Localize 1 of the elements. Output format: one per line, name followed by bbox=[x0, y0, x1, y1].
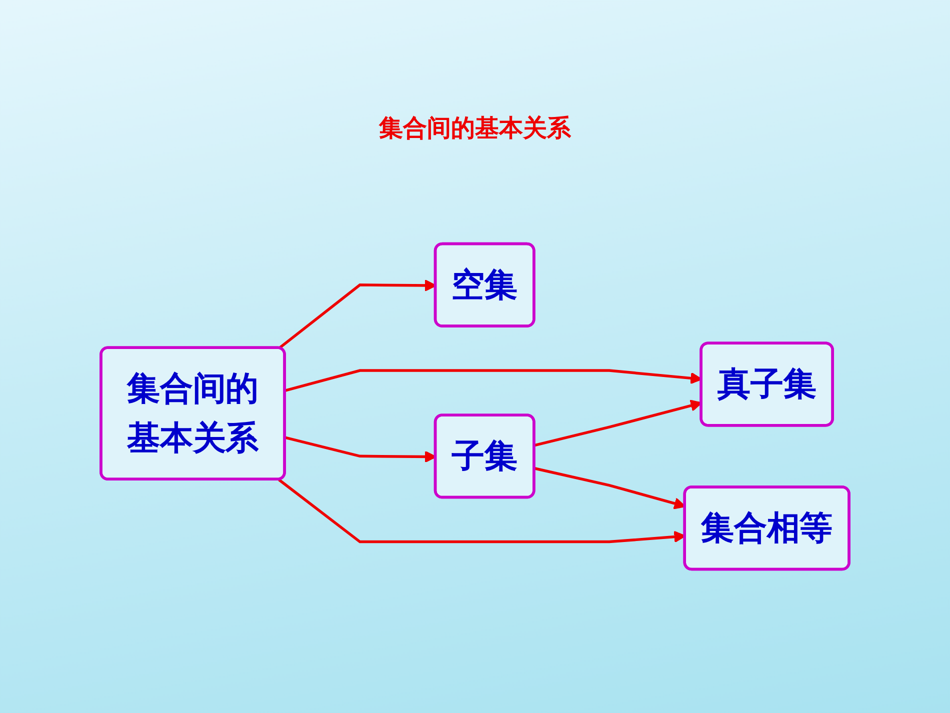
title: 集合间的基本关系 bbox=[379, 113, 571, 142]
